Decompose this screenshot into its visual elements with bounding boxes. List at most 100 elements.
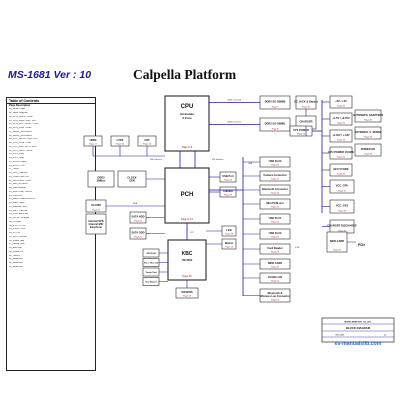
device-block-label: USB Port1: [269, 216, 282, 220]
display-port-page: Page 16: [143, 144, 152, 146]
lpc-label: LPC: [190, 232, 194, 234]
device-block-page: Page 21: [271, 281, 280, 283]
ddr3-label: DDR3 Channel B: [227, 122, 242, 124]
toc-row: 38_EMI Cap: [9, 247, 22, 250]
toc-row: 28_Fan / Thermal: [9, 209, 28, 212]
display-port-label: HDMI: [90, 138, 97, 142]
toc-row: 08_DDR3_SO-DIMM1: [9, 134, 32, 137]
toc-row: 42_Reserved: [9, 262, 23, 265]
toc-row: 33_1.05V / 1.8V: [9, 228, 26, 231]
audio-jacks-label: Internal MIC: [89, 222, 104, 226]
model-version: MS-1681 Ver : 10: [8, 69, 92, 81]
toc-row: 37_Screw Hole: [9, 243, 25, 246]
power-vcore-page: Page 31: [338, 191, 347, 193]
ddr3-label: DDR3 Channel A: [227, 99, 241, 102]
power-logic: [354, 109, 382, 123]
power-rail-page: Page 32: [337, 123, 346, 125]
newcard-slot-label: NEW CARD: [330, 239, 344, 243]
toc-row: 05_CPU_CLK / MISC / JTAG: [9, 123, 39, 126]
cpu-subtitle: Arrandale: [180, 112, 194, 116]
kbc-indicator-label: Button: [225, 241, 234, 245]
toc-row: 34_5V / 3V: [9, 232, 21, 235]
power-rail-page: Page 31: [337, 157, 346, 159]
power-vcore-page: Page 30: [338, 231, 347, 233]
sata-device-label: SATA ODD: [131, 230, 144, 234]
fdi-label: FDI Interface: [212, 158, 224, 161]
power-vcore-label: CHARGER DISCHARGE: [327, 223, 357, 227]
audio-jacks-label: Internal SPK: [88, 219, 104, 223]
toc-row: 10_PCH_PCIE / USB: [9, 142, 31, 145]
cpu-title: CPU: [181, 104, 194, 110]
toc-row: 29_SYSTEM PWR: [9, 213, 29, 216]
display-port-label: LVDS: [117, 138, 124, 142]
sys-power-page: Page 29: [297, 134, 306, 136]
device-block-label: Mini PCIE slot: [266, 201, 283, 205]
device-block-page: Page 24: [271, 165, 280, 167]
power-rail-page: Page 34: [337, 106, 346, 108]
kbc-chip: ITE 8502: [182, 258, 193, 262]
toc-row: 13_PCH_PWR: [9, 153, 25, 156]
toc-row: 35_GFX VCORE: [9, 235, 27, 238]
watermark: es-manualslib.com: [335, 341, 382, 347]
power-logic-label: POWER OK: [361, 147, 376, 151]
device-block-page: Page 23: [271, 267, 280, 269]
audio-codec-label: ALC269: [91, 203, 101, 207]
power-rail-label: +1.05V / +1.8V: [332, 133, 350, 137]
pch-side-port-page: Page 24: [224, 180, 233, 182]
memory-slot-page: Page 8: [272, 129, 279, 131]
cpu-page: Page 3~6: [182, 146, 193, 149]
pch-page: Page 9~14: [181, 218, 193, 221]
toc-row: 16_LVDS / CRT: [9, 164, 26, 167]
display-port-label: CRT: [144, 138, 150, 142]
device-block-page: Page 22: [271, 252, 280, 254]
newcard-slot-page: Page 23: [333, 250, 342, 252]
power-rail-page: Page 35: [337, 174, 346, 176]
toc-row: 40_History: [9, 254, 20, 257]
power-rail-label: +1.5V / +0.75V: [332, 116, 350, 120]
display-port-page: Page 16: [116, 144, 125, 146]
sys-power-label: SYS POWER: [293, 128, 309, 132]
memory-slot-page: Page 7: [272, 107, 279, 109]
toc-row: 43_Reserved: [9, 265, 23, 268]
kbc-page: Page 18: [183, 275, 193, 278]
device-block-page: Page 27: [271, 179, 280, 181]
kbc-peripheral-label: Fan / Thermal: [144, 262, 159, 264]
device-block-page: Page 24: [271, 193, 280, 195]
toc-row: 39_Power OK: [9, 250, 24, 253]
kbc-block: [167, 239, 207, 281]
device-block-label: 10/100 LAN: [268, 275, 282, 279]
toc-row: 07_DDR3_SO-DIMM0: [9, 130, 32, 133]
device-block-label: USB Port2: [269, 231, 282, 235]
toc-row: 03_CPU_DDR3 / PWR: [9, 115, 33, 118]
toc-row: 19_Touch Pad / KB: [9, 175, 29, 178]
sw-bios-page: Page 18: [183, 296, 192, 298]
pch-side-port-label: Camera: [223, 189, 233, 193]
device-block-page: Page 24: [271, 237, 280, 239]
pcie-title: PCIe: [358, 243, 365, 247]
power-logic: [354, 126, 382, 140]
toc-subheading: Page Description: [9, 104, 31, 108]
device-block-label: Camera Connector: [263, 173, 286, 177]
titleblock-rev: 10: [384, 335, 387, 337]
toc-row: 18_KBC_ITE8502: [9, 172, 28, 175]
cpu-cores: 2 Core: [182, 116, 192, 120]
cpu-block: [164, 95, 210, 152]
sata-device-label: SATA HDD: [132, 214, 145, 218]
page-title: Calpella Platform: [133, 67, 237, 82]
toc-row: 17_HDMI: [9, 168, 19, 171]
pcie-label: PCIE: [295, 247, 300, 249]
pch-block: [164, 167, 210, 224]
power-logic: [354, 143, 382, 157]
toc-row: 12_PCH_GPIO / MISC: [9, 149, 33, 152]
sata-device-page: Page 20: [134, 237, 143, 239]
power-rail-label: GFX VCORE: [333, 167, 349, 171]
pch-side-port-page: Page 27: [224, 195, 233, 197]
memory-slot-label: DDR3 SO-DIMM0: [265, 99, 286, 103]
power-logic-label: AUTOMATIC ADAPTERS: [353, 113, 383, 117]
toc-row: 27_Camera / MIC: [9, 205, 28, 208]
titleblock-company: MICRO-STAR INT'L CO.,LTD.: [344, 321, 371, 324]
kbc-indicator-page: Page 19: [225, 247, 234, 249]
toc-row: 22_Card Reader: [9, 187, 26, 190]
power-vcore-label: VCC_GFX: [336, 203, 349, 207]
